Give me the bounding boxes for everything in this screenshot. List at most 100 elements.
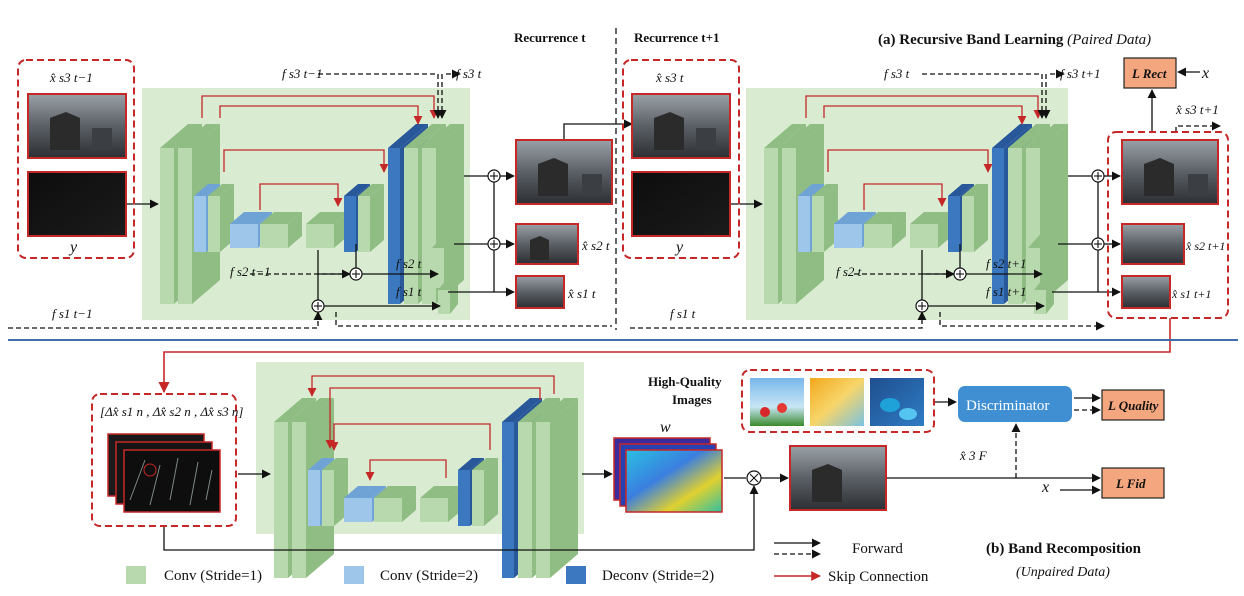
layer-conv1-t1 bbox=[864, 212, 906, 248]
sum-node-f-s2 bbox=[349, 267, 363, 281]
image-xhat-s2-t1 bbox=[1121, 223, 1185, 265]
label-x-rect: x bbox=[1201, 65, 1209, 82]
image-delta-stack bbox=[107, 433, 221, 513]
input-box-t bbox=[17, 59, 135, 259]
label-f-s2-t-b: f s2 t bbox=[836, 264, 862, 279]
legend-conv1-label: Conv (Stride=1) bbox=[164, 568, 262, 584]
label-w: w bbox=[660, 419, 671, 436]
header-recurrence-t1: Recurrence t+1 bbox=[634, 30, 720, 45]
image-xhat-s3-t1 bbox=[1121, 139, 1219, 205]
loss-fid-label: L Fid bbox=[1115, 476, 1146, 491]
output-box-t1 bbox=[1107, 131, 1229, 319]
layer-conv1-rec bbox=[472, 458, 498, 526]
wire-out-next bbox=[1175, 121, 1221, 132]
hq-stone bbox=[880, 398, 900, 412]
sum-node-s2 bbox=[1091, 237, 1105, 251]
wire-f-s1-carry bbox=[335, 312, 612, 327]
legend-conv2-label: Conv (Stride=2) bbox=[380, 568, 478, 584]
wire-f-s1-out bbox=[939, 312, 1105, 331]
skip-connection bbox=[201, 95, 439, 119]
image-xhat-s3-t bbox=[515, 139, 613, 205]
wire-f-s1-in bbox=[8, 311, 323, 329]
layer-conv1-rec bbox=[374, 486, 416, 522]
image-w-stack bbox=[613, 437, 723, 513]
legend-conv2-swatch bbox=[344, 566, 364, 584]
layer-conv1-rec bbox=[536, 398, 578, 578]
label-f-s3-tm1: f s3 t−1 bbox=[282, 66, 323, 81]
legend-forward-label: Forward bbox=[852, 541, 903, 557]
legend-skip-label: Skip Connection bbox=[828, 569, 929, 585]
legend-conv1-swatch bbox=[126, 566, 146, 584]
label-xhat-s1-t1: x̂ s1 t+1 bbox=[1171, 287, 1211, 301]
loss-rect-label: L Rect bbox=[1131, 66, 1167, 81]
label-xhat-s3-t: x̂ s3 t bbox=[655, 70, 684, 85]
label-f-s2-t-a: f s2 t bbox=[396, 256, 422, 271]
label-xhat-3-F: x̂ 3 F bbox=[959, 448, 988, 463]
label-f-s3-t-a: f s3 t bbox=[456, 66, 482, 81]
layer-conv1-t bbox=[358, 184, 384, 252]
label-xhat-s3-tm1: x̂ s3 t−1 bbox=[49, 70, 93, 85]
label-f-s3-t1: f s3 t+1 bbox=[1060, 66, 1101, 81]
wire-delta-bypass bbox=[163, 485, 759, 551]
skip-connection bbox=[329, 423, 491, 451]
skip-connection bbox=[223, 149, 389, 173]
image-xhat-s3-tm1 bbox=[27, 93, 127, 159]
loss-quality-label: L Quality bbox=[1107, 398, 1159, 413]
skip-connection bbox=[325, 387, 541, 449]
skip-connection bbox=[219, 105, 423, 125]
hq-stone bbox=[899, 408, 917, 420]
label-f-s2-tm1: f s2 t−1 bbox=[230, 264, 271, 279]
label-f-s1-t1: f s1 t+1 bbox=[986, 284, 1027, 299]
skip-connection bbox=[827, 149, 993, 173]
loss-fid-box bbox=[1101, 467, 1165, 499]
label-hq-images-1: High-Quality bbox=[648, 374, 722, 389]
label-delta-set: [Δx̂ s1 n , Δx̂ s2 n , Δx̂ s3 n] bbox=[100, 404, 244, 419]
wire-f-s1-in bbox=[630, 311, 927, 329]
sum-node-f-s1 bbox=[915, 299, 929, 313]
layer-conv1-t bbox=[260, 212, 302, 248]
wire-f-s3 bbox=[318, 73, 443, 119]
skip-connection bbox=[805, 95, 1043, 119]
sum-node-s3 bbox=[1091, 169, 1105, 183]
skip-connection bbox=[863, 183, 947, 210]
section-a-title: (a) Recursive Band Learning (Paired Data… bbox=[878, 32, 1151, 48]
layer-conv1-t1 bbox=[962, 184, 988, 252]
wire-f-s3 bbox=[922, 73, 1047, 119]
skip-connection bbox=[259, 183, 343, 210]
label-hq-images-2: Images bbox=[672, 392, 712, 407]
label-f-s1-tm1: f s1 t−1 bbox=[52, 306, 93, 321]
discriminator-label: Discriminator bbox=[966, 398, 1049, 414]
skip-connection bbox=[365, 459, 447, 481]
label-xhat-s1-t: x̂ s1 t bbox=[567, 286, 596, 301]
label-f-s3-t-b: f s3 t bbox=[884, 66, 910, 81]
section-b-title: (b) Band Recomposition bbox=[986, 541, 1142, 557]
legend-deconv-swatch bbox=[566, 566, 586, 584]
header-recurrence-t: Recurrence t bbox=[514, 30, 586, 45]
skip-connection bbox=[823, 105, 1027, 125]
label-f-s1-t-b: f s1 t bbox=[670, 306, 696, 321]
image-y-left bbox=[27, 171, 127, 237]
image-y-mid bbox=[631, 171, 731, 237]
hq-flower-dot bbox=[777, 403, 787, 413]
image-xhat-s1-t1 bbox=[1121, 275, 1171, 309]
multiply-node bbox=[746, 470, 762, 486]
delta-box bbox=[91, 393, 237, 527]
label-y-mid: y bbox=[674, 239, 684, 256]
hq-image-flowers bbox=[750, 378, 804, 426]
hq-flower-dot bbox=[760, 407, 770, 417]
image-xhat-s1-t bbox=[515, 275, 565, 309]
sum-node-f-s1 bbox=[311, 299, 325, 313]
label-xhat-s2-t: x̂ s2 t bbox=[581, 238, 610, 253]
layer-head-s1-t bbox=[438, 280, 458, 314]
label-xhat-s2-t1: x̂ s2 t+1 bbox=[1185, 239, 1225, 253]
wire-to-recomposition bbox=[158, 318, 1171, 394]
legend-deconv-label: Deconv (Stride=2) bbox=[602, 568, 714, 584]
hq-images-box bbox=[741, 369, 935, 433]
wire-recurrence-link bbox=[563, 119, 633, 140]
section-b-subtitle: (Unpaired Data) bbox=[1016, 565, 1110, 580]
skip-connection bbox=[307, 375, 555, 397]
label-xhat-s3-t1: x̂ s3 t+1 bbox=[1175, 102, 1219, 117]
label-f-s1-t-a: f s1 t bbox=[396, 284, 422, 299]
